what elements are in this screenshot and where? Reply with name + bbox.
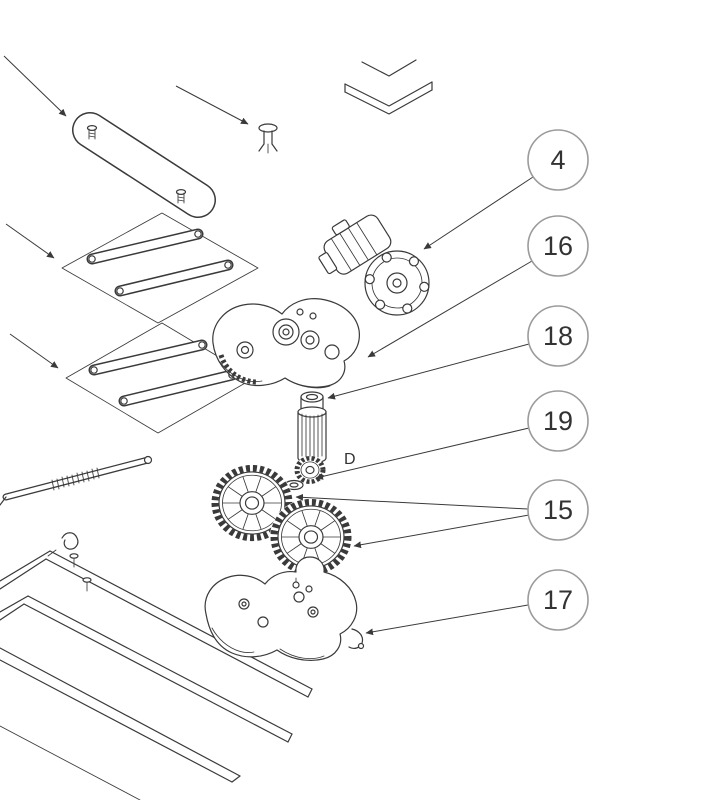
balloon-part-15[interactable]: 15 bbox=[527, 479, 589, 541]
mounting-strip-drawing bbox=[72, 112, 216, 218]
hook-icon bbox=[47, 532, 79, 557]
balloon-label: 16 bbox=[543, 231, 573, 261]
floor-panel-drawing bbox=[0, 550, 313, 800]
leader-line-4 bbox=[423, 176, 534, 250]
leader-line-17 bbox=[365, 604, 529, 636]
pinion-gear-drawing bbox=[294, 456, 326, 484]
fastener-drawing bbox=[258, 123, 278, 154]
balloon-label: 18 bbox=[543, 321, 573, 351]
balloon-part-16[interactable]: 16 bbox=[527, 215, 589, 277]
pointer-arrow-panel-a bbox=[5, 223, 55, 259]
screw-icon bbox=[175, 189, 187, 204]
balloon-part-19[interactable]: 19 bbox=[527, 390, 589, 452]
window-motor-drawing bbox=[318, 214, 430, 316]
pointer-arrow-strip bbox=[3, 55, 67, 117]
panel-corner-chevron bbox=[344, 59, 433, 115]
pointer-arrow-panel-b bbox=[9, 333, 59, 369]
balloon-label: 15 bbox=[543, 495, 573, 525]
lever-arm-drawing bbox=[118, 369, 238, 407]
lever-arm-drawing bbox=[88, 339, 208, 376]
leader-line-19 bbox=[315, 427, 530, 480]
linkage-panel-b bbox=[65, 322, 255, 434]
worm-shaft-drawing bbox=[297, 406, 327, 464]
gear-housing-plate-drawing bbox=[212, 298, 360, 389]
leader-line-18 bbox=[327, 343, 530, 400]
leader-line-16 bbox=[367, 260, 533, 358]
balloon-label: 17 bbox=[543, 585, 573, 615]
pointer-arrow-fastener bbox=[175, 85, 249, 125]
leader-lines bbox=[295, 176, 534, 636]
balloon-label: 19 bbox=[543, 406, 573, 436]
lever-arm-drawing bbox=[86, 228, 204, 265]
balloon-part-18[interactable]: 18 bbox=[527, 305, 589, 367]
callout-balloons: 4 16 18 19 15 17 bbox=[527, 129, 589, 631]
screw-icon bbox=[82, 577, 92, 592]
balloon-part-4[interactable]: 4 bbox=[527, 129, 589, 191]
leader-line-15b bbox=[353, 514, 530, 549]
screw-icon bbox=[69, 553, 79, 568]
balloon-label: 4 bbox=[550, 145, 565, 175]
crank-rod-drawing bbox=[0, 455, 153, 557]
detail-label-d: D bbox=[344, 451, 356, 468]
motor-gear-housing bbox=[364, 250, 430, 316]
lever-arm-drawing bbox=[114, 259, 234, 297]
cover-plate-drawing bbox=[204, 556, 365, 662]
balloon-part-17[interactable]: 17 bbox=[527, 569, 589, 631]
screw-icon bbox=[86, 124, 98, 140]
linkage-panel-a bbox=[61, 212, 259, 324]
leader-line-15a bbox=[295, 493, 529, 510]
